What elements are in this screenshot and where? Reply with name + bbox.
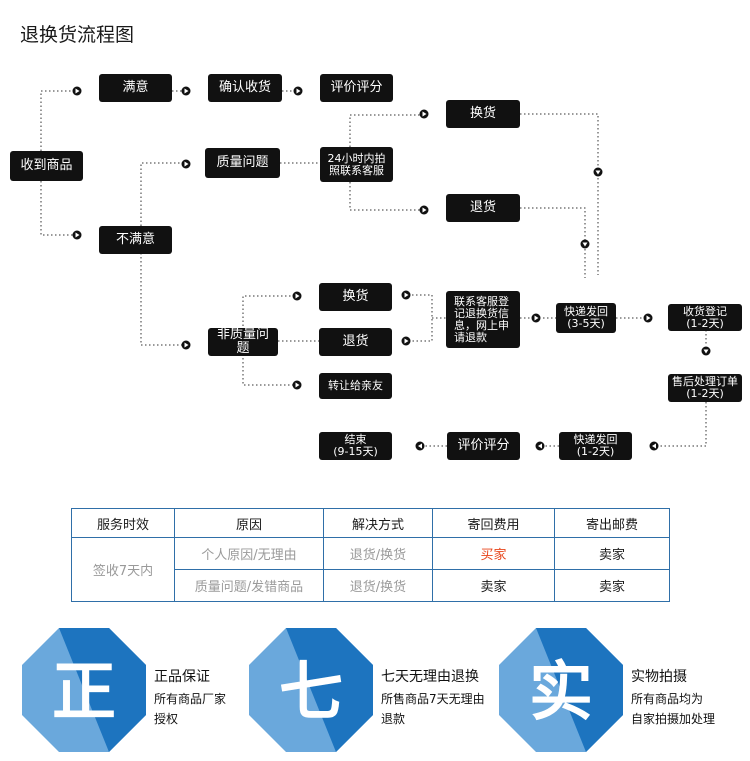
box-non-quality: 非质量问题: [208, 328, 278, 356]
table-header-cell: 服务时效: [71, 508, 175, 538]
box-return-1: 退货: [446, 194, 520, 222]
flow-connectors: [40, 86, 711, 451]
solution-cell: 退货/换货: [323, 569, 433, 602]
box-ship-out: 快递发回(1-2天): [559, 432, 632, 460]
connector-received-unsatisfied: [40, 181, 74, 236]
box-ship-back: 快递发回(3-5天): [556, 303, 616, 333]
badge-title: 实物拍摄: [631, 669, 687, 685]
service-table: 服务时效 原因 解决方式 寄回费用 寄出邮费 签收7天内 个人原因/无理由 退货…: [71, 508, 670, 602]
box-transfer: 转让给亲友: [319, 373, 392, 399]
box-register-info: 联系客服登记退换货信息，网上申请退款: [446, 291, 520, 348]
ship-fee-cell: 卖家: [554, 537, 670, 570]
ship-fee-cell: 卖家: [554, 569, 670, 602]
badge-subtitle: 所有商品厂家授权: [154, 692, 227, 726]
box-review-1: 评价评分: [320, 74, 393, 102]
reason-cell: 个人原因/无理由: [174, 537, 324, 570]
badge-char: 正: [52, 656, 116, 730]
connector-nq-transfer: [242, 358, 293, 386]
connector-contact-return: [349, 182, 420, 211]
box-exchange-2: 换货: [319, 283, 392, 311]
page-title: 退换货流程图: [20, 24, 135, 46]
box-receive-register: 收货登记(1-2天): [668, 304, 742, 331]
badge-subtitle: 所有商品均为自家拍摄加处理: [631, 692, 716, 726]
box-satisfied: 满意: [99, 74, 172, 102]
table-header-cell: 寄出邮费: [554, 508, 670, 538]
connector-contact-exchange: [349, 114, 420, 147]
badge-char: 七: [279, 656, 343, 730]
solution-cell: 退货/换货: [323, 537, 433, 570]
period-cell: 签收7天内: [71, 537, 175, 602]
box-confirm-receipt: 确认收货: [208, 74, 282, 102]
table-header-cell: 解决方式: [323, 508, 433, 538]
box-end: 结束(9-15天): [319, 432, 392, 460]
badge-title: 正品保证: [154, 669, 210, 685]
box-quality-issue: 质量问题: [205, 148, 280, 178]
badge-char: 实: [529, 656, 593, 730]
connector-unsat-nonquality: [140, 253, 182, 346]
genuine-badge-icon: 正: [22, 628, 146, 752]
connector-exchange-down: [520, 113, 599, 169]
box-review-2: 评价评分: [447, 432, 520, 460]
real-photo-badge-icon: 实: [499, 628, 623, 752]
connector-unsat-quality: [140, 162, 182, 226]
box-received: 收到商品: [10, 151, 83, 181]
box-exchange-1: 换货: [446, 100, 520, 128]
box-contact-24h: 24小时内拍照联系客服: [320, 147, 393, 182]
badge-subtitle: 所售商品7天无理由退款: [381, 692, 485, 726]
return-fee-cell: 卖家: [432, 569, 555, 602]
table-header-cell: 原因: [174, 508, 324, 538]
seven-days-badge-icon: 七: [249, 628, 373, 752]
connector-after-shipout: [660, 402, 707, 447]
table-header-cell: 寄回费用: [432, 508, 555, 538]
box-return-2: 退货: [319, 328, 392, 356]
table-header-row: 服务时效 原因 解决方式 寄回费用 寄出邮费: [71, 508, 670, 538]
box-after-sale: 售后处理订单(1-2天): [668, 374, 742, 402]
table-row: 签收7天内 个人原因/无理由 退货/换货 买家 卖家: [71, 537, 670, 602]
connector-received-satisfied: [40, 90, 74, 151]
box-unsatisfied: 不满意: [99, 226, 172, 254]
reason-cell: 质量问题/发错商品: [174, 569, 324, 602]
connector-return-down: [520, 207, 586, 240]
table-row: 质量问题/发错商品 退货/换货 卖家 卖家: [72, 569, 670, 602]
connector-nq-exchange: [242, 295, 293, 330]
badge-title: 七天无理由退换: [381, 669, 479, 685]
return-fee-cell: 买家: [432, 537, 555, 570]
connector-exchange2-return2: [409, 294, 433, 342]
